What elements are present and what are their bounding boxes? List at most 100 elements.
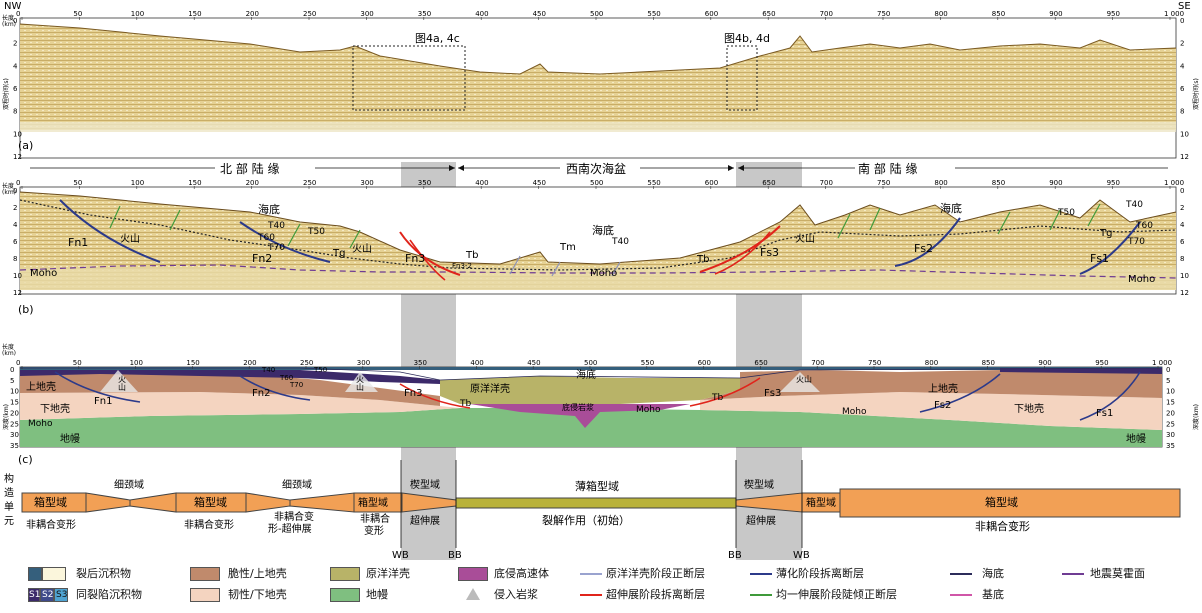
c-fs1: Fs1 xyxy=(1096,408,1113,419)
b-x-tick-label: 50 xyxy=(73,179,82,187)
c-t50: T50 xyxy=(313,366,327,374)
unit-top-8: 楔型域 xyxy=(744,478,774,491)
b-t50: T50 xyxy=(307,227,325,237)
b-x-tick-label: 700 xyxy=(820,179,833,187)
swatch-proto-faults xyxy=(580,573,602,575)
b-y-left-label: 10 xyxy=(13,272,22,280)
b-y-left-label: 8 xyxy=(13,255,17,263)
c-y-right-label: 15 xyxy=(1166,399,1175,407)
panel-a-km-label: (km) xyxy=(2,21,16,28)
c-moho-2: Moho xyxy=(636,405,661,415)
c-y-right-label: 10 xyxy=(1166,388,1175,396)
c-intrusion-1 xyxy=(100,370,138,392)
c-x-tick-label: 500 xyxy=(584,359,597,367)
unit-top-2: 细颈域 xyxy=(114,478,144,491)
c-fn2: Fn2 xyxy=(252,388,270,399)
b-moho-3: Moho xyxy=(1128,274,1155,285)
legend-brittle: 脆性/上地壳 xyxy=(228,567,287,580)
legend-ductile: 韧性/下地壳 xyxy=(228,588,287,601)
a-x-tick-label: 750 xyxy=(877,10,890,18)
c-x-tick-label: 450 xyxy=(527,359,540,367)
b-x-tick-label: 300 xyxy=(360,179,373,187)
b-fs3: Fs3 xyxy=(760,246,779,259)
a-y-right-label: 0 xyxy=(1180,17,1184,25)
a-y-left-label: 10 xyxy=(13,130,22,138)
c-x-tick-label: 150 xyxy=(186,359,199,367)
legend-hyper-faults: 超伸展阶段拆离断层 xyxy=(606,588,705,601)
b-x-tick-label: 850 xyxy=(992,179,1005,187)
a-y-right-label: 6 xyxy=(1180,85,1185,93)
unit-bot-8: 超伸展 xyxy=(746,514,776,527)
swatch-uniform-faults xyxy=(750,594,772,596)
corner-se-label: SE xyxy=(1178,1,1191,12)
c-xiadiqiao-1: 下地壳 xyxy=(40,402,70,415)
swatch-s2 xyxy=(40,588,54,602)
c-haidi: 海底 xyxy=(576,368,596,381)
unit-bot-4a: 非耦合变 xyxy=(274,510,314,523)
b-t40b: T40 xyxy=(611,237,629,247)
c-underplate xyxy=(470,404,690,428)
b-t70s: T70 xyxy=(1127,237,1145,247)
unit-top-4: 细颈域 xyxy=(282,478,312,491)
c-x-tick-label: 400 xyxy=(470,359,483,367)
a-y-left-label: 8 xyxy=(13,108,17,116)
b-haidi-2: 海底 xyxy=(592,223,614,237)
b-y-left-label: 0 xyxy=(13,187,17,195)
a-y-left-label: 0 xyxy=(13,17,17,25)
b-t60: T60 xyxy=(257,233,275,243)
b-x-tick-label: 800 xyxy=(934,179,947,187)
c-y-left-label: 15 xyxy=(10,399,19,407)
b-x-tick-label: 400 xyxy=(475,179,488,187)
c-x-tick-label: 50 xyxy=(73,359,82,367)
c-t60: T60 xyxy=(279,374,293,382)
b-y-right-label: 10 xyxy=(1180,272,1189,280)
c-mantle xyxy=(20,408,1162,447)
c-x-tick-label: 700 xyxy=(811,359,824,367)
a-x-tick-label: 200 xyxy=(246,10,259,18)
b-fn2: Fn2 xyxy=(252,252,272,265)
boundary-wb-2: WB xyxy=(793,550,810,561)
b-tm: Tm xyxy=(559,242,576,253)
box-fig4b xyxy=(726,45,758,111)
c-y-left-label: 35 xyxy=(10,442,19,450)
b-t40s: T40 xyxy=(1125,200,1143,210)
panel-c-km-label: (km) xyxy=(2,350,16,357)
b-y-right-label: 0 xyxy=(1180,187,1184,195)
legend-uniform-faults: 均一伸展阶段陡倾正断层 xyxy=(776,588,897,601)
c-x-tick-label: 800 xyxy=(925,359,938,367)
panel-b-moho xyxy=(19,264,1177,279)
legend-s3: S3 xyxy=(56,590,68,600)
fault-fs3-b xyxy=(714,231,771,275)
panel-a-twt-left: 双程时间(s) xyxy=(2,78,10,110)
b-huoshan-3: 火山 xyxy=(795,233,815,245)
b-x-tick-label: 0 xyxy=(16,179,20,187)
tectonic-side-label-4: 元 xyxy=(4,516,14,527)
boundary-bb-1: BB xyxy=(448,550,462,561)
panel-a-len-label: 长度 xyxy=(2,14,14,22)
panel-b-label: (b) xyxy=(18,303,34,316)
a-y-right-label: 12 xyxy=(1180,153,1189,161)
green-faults-north xyxy=(109,205,361,249)
swatch-s1 xyxy=(28,588,40,602)
c-huoshan-2: 火山 xyxy=(796,374,812,384)
c-fs3: Fs3 xyxy=(764,388,781,399)
legend-s2: S2 xyxy=(42,590,54,600)
a-x-tick-label: 900 xyxy=(1049,10,1062,18)
b-y-right-label: 4 xyxy=(1180,221,1185,229)
b-y-left-label: 4 xyxy=(13,221,18,229)
green-faults-south xyxy=(837,203,1101,239)
b-x-tick-label: 250 xyxy=(303,179,316,187)
c-seafloor xyxy=(20,367,1163,381)
corner-nw-label: NW xyxy=(4,1,21,12)
b-x-tick-label: 350 xyxy=(418,179,431,187)
c-huoshan-1b: 山 xyxy=(118,382,126,392)
c-fault-fn3 xyxy=(399,383,471,409)
b-tgs: Tg xyxy=(1099,228,1112,239)
swatch-oceanic xyxy=(330,567,360,581)
a-y-left-label: 4 xyxy=(13,62,18,70)
